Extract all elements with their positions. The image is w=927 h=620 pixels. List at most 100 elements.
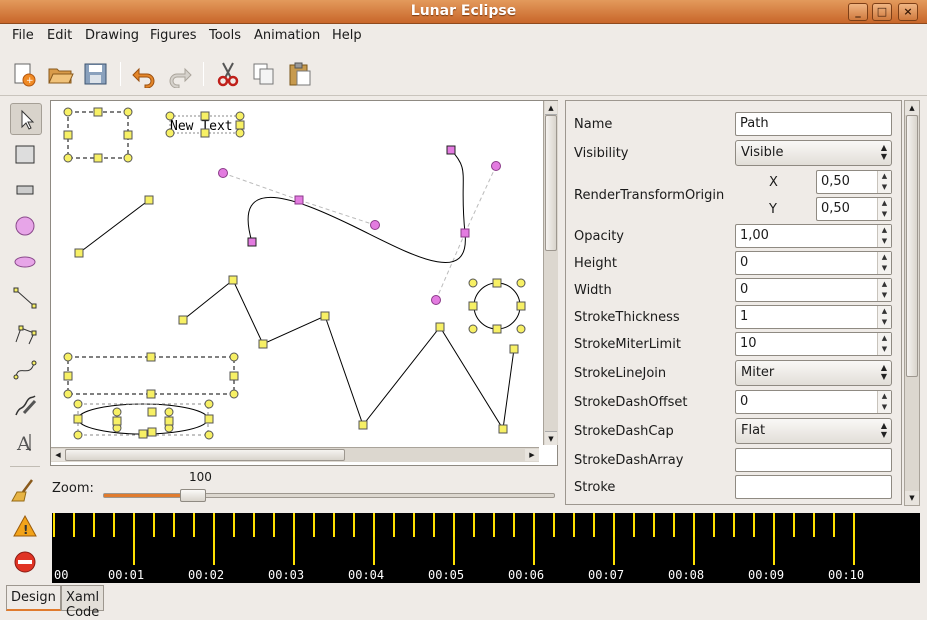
design-canvas[interactable]: New Text xyxy=(50,100,558,466)
scroll-up-icon[interactable]: ▲ xyxy=(905,101,919,115)
timeline-label: 00:08 xyxy=(668,568,705,582)
cut-icon[interactable] xyxy=(214,60,242,88)
square-tool[interactable] xyxy=(10,175,42,207)
stroke-dash-offset-value: 0 xyxy=(740,394,749,409)
tab-xaml-code[interactable]: Xaml Code xyxy=(61,585,105,620)
visibility-combo[interactable]: Visible ▲▼ xyxy=(735,140,892,166)
text-object[interactable]: New Text xyxy=(165,111,245,138)
spinner-arrows-icon[interactable]: ▲▼ xyxy=(877,333,891,355)
maximize-button[interactable]: □ xyxy=(872,3,892,21)
copy-icon[interactable] xyxy=(250,60,278,88)
tab-design[interactable]: Design xyxy=(6,585,61,611)
close-button[interactable]: × xyxy=(898,3,918,21)
stroke-thickness-label: StrokeThickness xyxy=(574,310,680,325)
menu-help[interactable]: Help xyxy=(332,28,362,43)
broom-icon[interactable] xyxy=(10,475,42,507)
animation-timeline[interactable]: 00 00:01 00:02 00:03 00:04 00:05 00:06 0… xyxy=(52,513,920,583)
menu-tools[interactable]: Tools xyxy=(209,28,242,43)
menu-drawing[interactable]: Drawing xyxy=(85,28,140,43)
timeline-label: 00:07 xyxy=(588,568,625,582)
svg-text:A: A xyxy=(16,433,31,455)
stroke-thickness-value: 1 xyxy=(740,309,749,324)
path-tool[interactable] xyxy=(10,355,42,387)
polyline-shape[interactable] xyxy=(178,275,519,434)
stroke-dash-array-field[interactable] xyxy=(735,448,892,472)
timeline-ruler xyxy=(53,513,855,565)
opacity-label: Opacity xyxy=(574,229,625,244)
scroll-down-icon[interactable]: ▼ xyxy=(905,491,919,505)
menu-edit[interactable]: Edit xyxy=(47,28,73,43)
redo-icon[interactable] xyxy=(166,60,194,89)
stroke-field[interactable] xyxy=(735,475,892,499)
menu-animation[interactable]: Animation xyxy=(254,28,321,43)
stroke-line-join-combo[interactable]: Miter ▲▼ xyxy=(735,360,892,386)
scroll-down-icon[interactable]: ▼ xyxy=(545,431,557,445)
dashed-rectangle-shape[interactable] xyxy=(63,352,239,399)
zoom-slider-thumb[interactable] xyxy=(180,489,206,502)
scroll-up-icon[interactable]: ▲ xyxy=(545,101,557,115)
y-spinner[interactable]: 0,50 ▲▼ xyxy=(816,197,892,221)
rectangle-tool[interactable] xyxy=(10,139,42,171)
select-tool[interactable] xyxy=(10,103,42,135)
scroll-right-icon[interactable]: ▶ xyxy=(525,449,539,461)
circle-shape[interactable] xyxy=(468,278,526,334)
scroll-left-icon[interactable]: ◀ xyxy=(51,449,65,461)
properties-scrollbar[interactable]: ▲ ▼ xyxy=(904,100,920,506)
scroll-thumb[interactable] xyxy=(65,449,345,461)
circle-tool[interactable] xyxy=(10,211,42,243)
spinner-arrows-icon[interactable]: ▲▼ xyxy=(877,171,891,193)
spinner-arrows-icon[interactable]: ▲▼ xyxy=(877,252,891,274)
text-tool[interactable]: A xyxy=(10,427,42,459)
width-value: 0 xyxy=(740,282,749,297)
menu-file[interactable]: File xyxy=(12,28,34,43)
width-spinner[interactable]: 0 ▲▼ xyxy=(735,278,892,302)
ellipse-tool[interactable] xyxy=(10,247,42,279)
scroll-thumb[interactable] xyxy=(906,115,918,377)
polyline-tool[interactable] xyxy=(10,319,42,351)
line-tool[interactable] xyxy=(10,283,42,315)
bezier-path[interactable] xyxy=(218,145,501,305)
open-icon[interactable] xyxy=(46,60,74,88)
name-label: Name xyxy=(574,117,613,132)
rectangle-shape[interactable] xyxy=(63,107,133,163)
zoom-slider-track[interactable] xyxy=(103,493,555,498)
stroke-thickness-spinner[interactable]: 1 ▲▼ xyxy=(735,305,892,329)
toolbar: + xyxy=(0,52,927,96)
line-shape[interactable] xyxy=(74,195,154,258)
height-spinner[interactable]: 0 ▲▼ xyxy=(735,251,892,275)
stroke-miter-limit-spinner[interactable]: 10 ▲▼ xyxy=(735,332,892,356)
x-spinner[interactable]: 0,50 ▲▼ xyxy=(816,170,892,194)
window-title: Lunar Eclipse xyxy=(410,3,517,19)
timeline-label: 00:02 xyxy=(188,568,225,582)
save-icon[interactable] xyxy=(82,60,110,88)
minimize-button[interactable]: _ xyxy=(848,3,868,21)
spinner-arrows-icon[interactable]: ▲▼ xyxy=(877,225,891,247)
canvas-horizontal-scrollbar[interactable]: ◀ ▶ xyxy=(51,447,539,462)
menu-figures[interactable]: Figures xyxy=(150,28,197,43)
paste-icon[interactable] xyxy=(286,60,314,88)
stroke-miter-limit-value: 10 xyxy=(740,336,757,351)
scroll-thumb[interactable] xyxy=(545,115,557,251)
stroke-dash-cap-combo[interactable]: Flat ▲▼ xyxy=(735,418,892,444)
opacity-value: 1,00 xyxy=(740,228,769,243)
warning-icon[interactable]: ! xyxy=(10,511,42,543)
new-icon[interactable]: + xyxy=(10,60,38,88)
spinner-arrows-icon[interactable]: ▲▼ xyxy=(877,279,891,301)
canvas-vertical-scrollbar[interactable]: ▲ ▼ xyxy=(543,101,558,445)
canvas-drawing[interactable]: New Text xyxy=(51,101,543,447)
spinner-arrows-icon[interactable]: ▲▼ xyxy=(877,306,891,328)
spinner-arrows-icon[interactable]: ▲▼ xyxy=(877,198,891,220)
svg-text:+: + xyxy=(26,76,34,86)
timeline-label: 00 xyxy=(54,568,69,582)
combo-arrows-icon: ▲▼ xyxy=(880,421,887,439)
name-field[interactable]: Path xyxy=(735,112,892,136)
ellipse-shape[interactable] xyxy=(73,399,214,440)
stroke-dash-offset-spinner[interactable]: 0 ▲▼ xyxy=(735,390,892,414)
visibility-value: Visible xyxy=(741,145,784,160)
opacity-spinner[interactable]: 1,00 ▲▼ xyxy=(735,224,892,248)
undo-icon[interactable] xyxy=(130,60,158,89)
freehand-tool[interactable] xyxy=(10,391,42,423)
spinner-arrows-icon[interactable]: ▲▼ xyxy=(877,391,891,413)
stop-icon[interactable] xyxy=(10,547,42,579)
stroke-label: Stroke xyxy=(574,480,616,495)
